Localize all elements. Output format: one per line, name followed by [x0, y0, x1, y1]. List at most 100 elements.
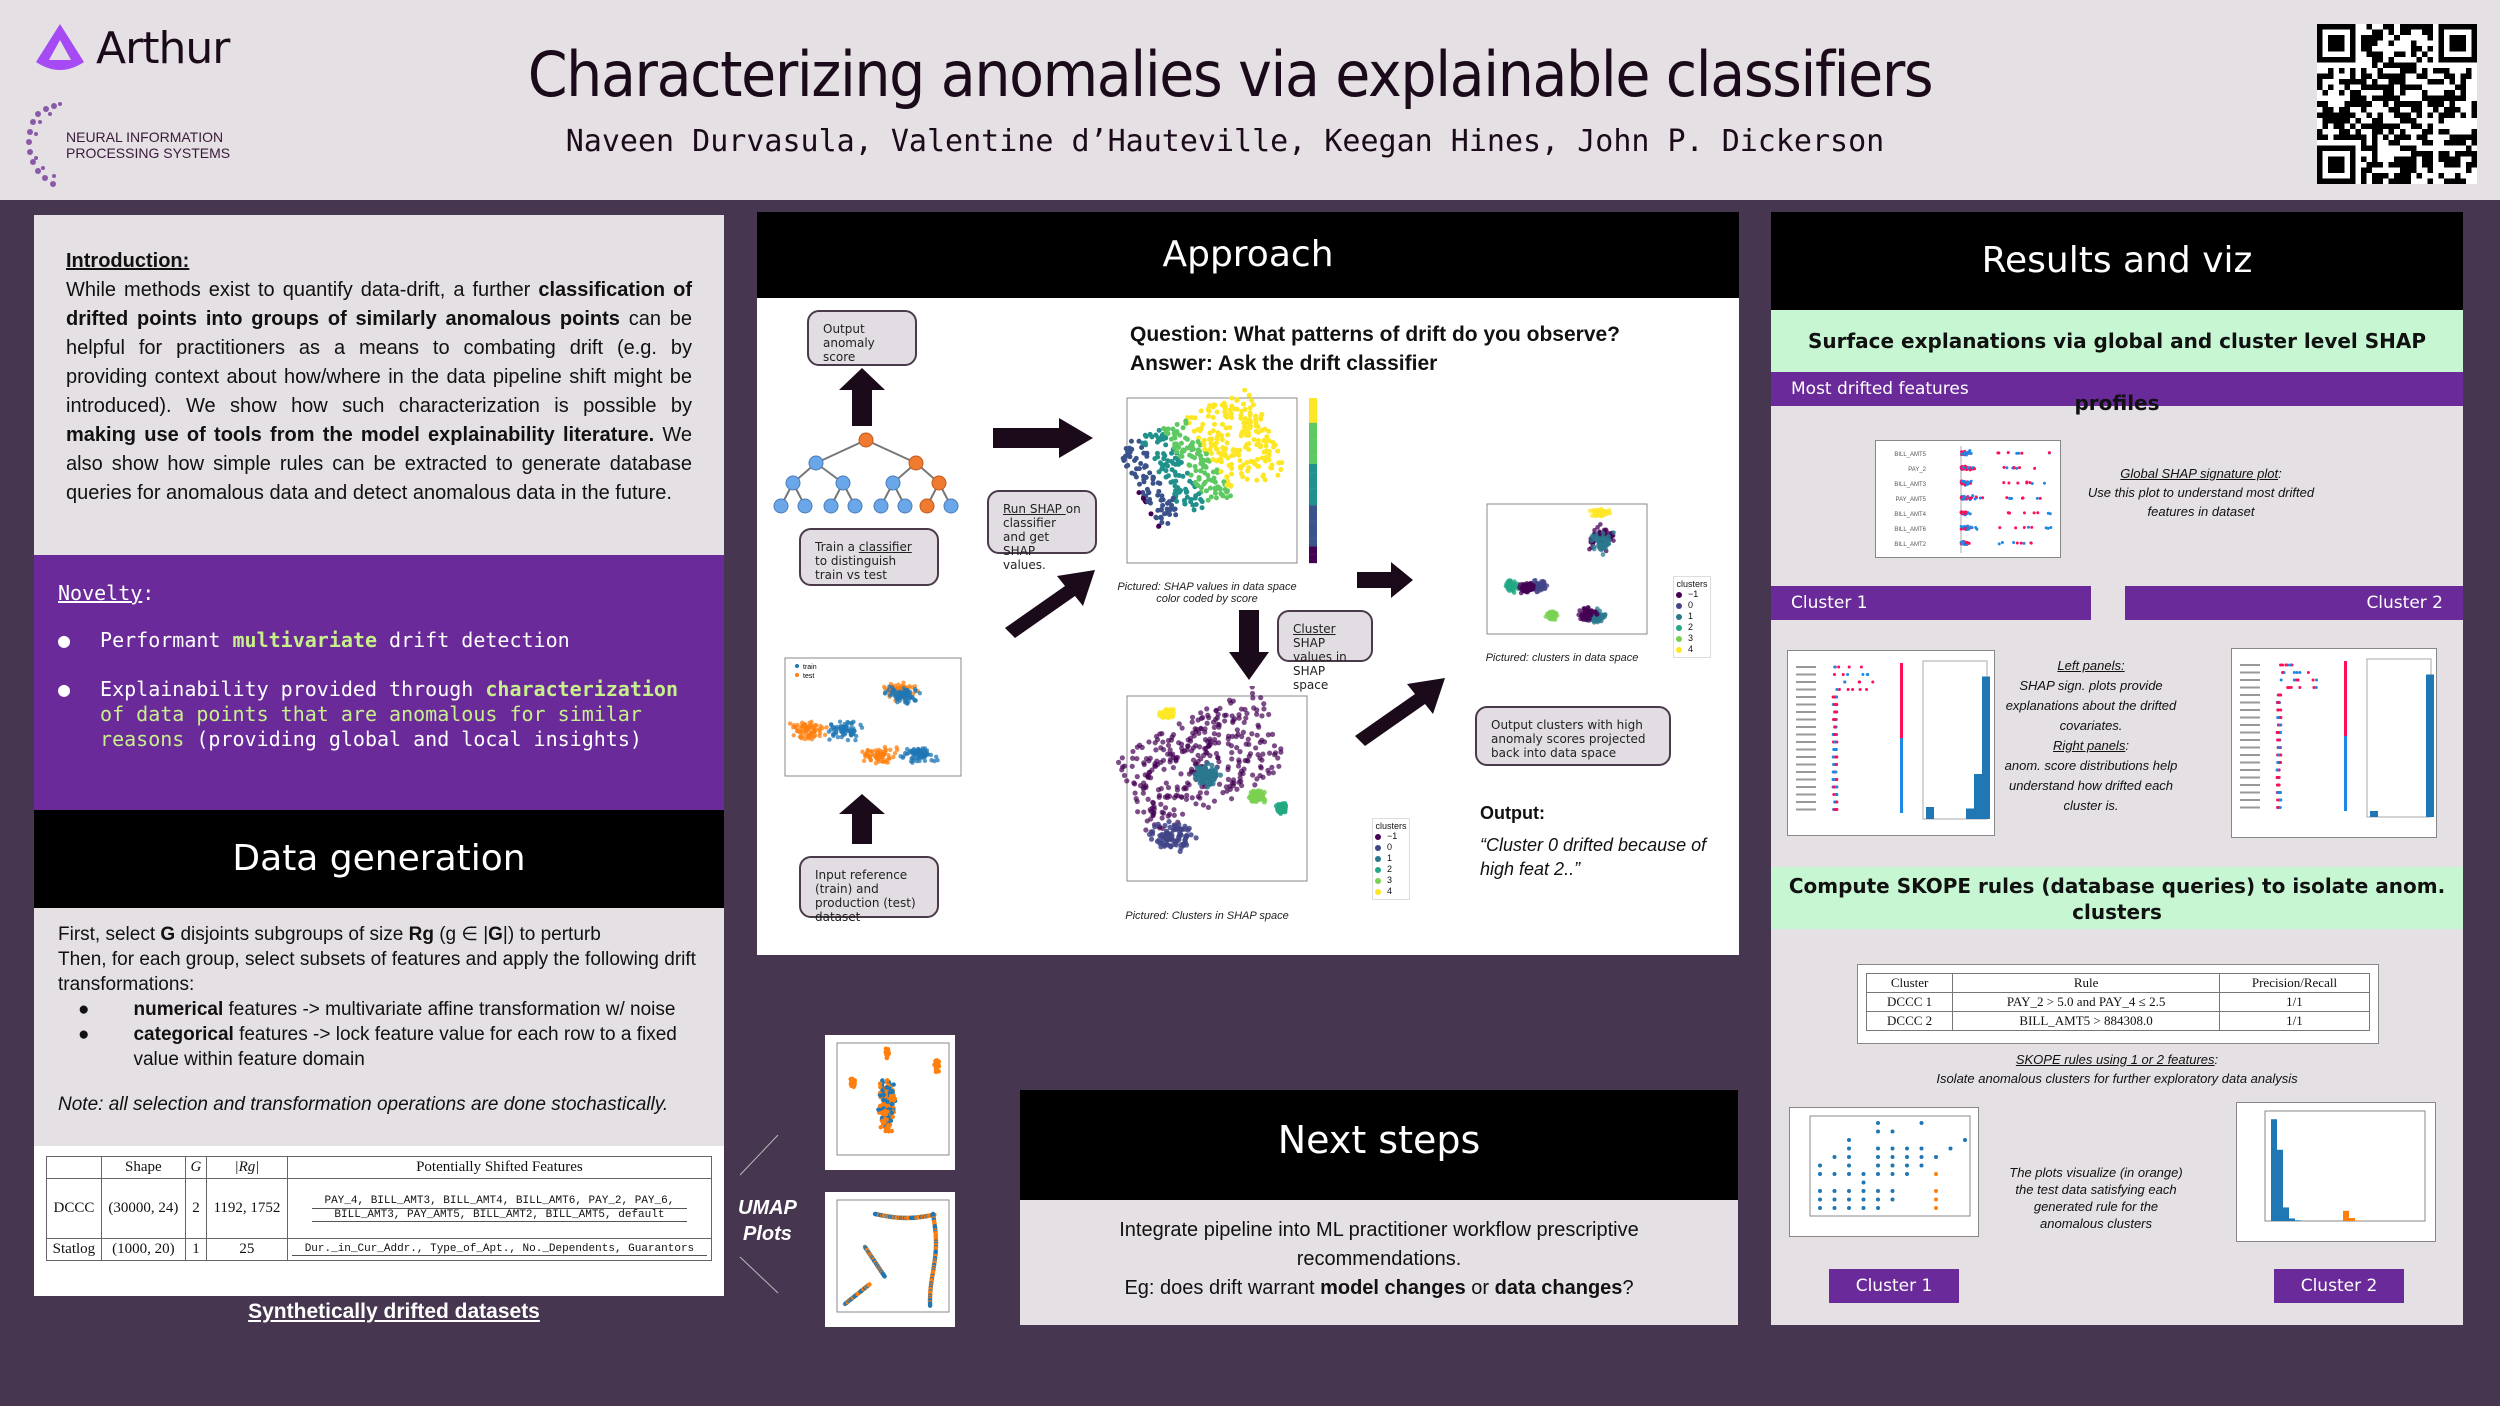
features-line: Dur._in_Cur_Addr., Type_of_Apt., No._Dep… — [291, 1243, 707, 1256]
qr-code[interactable] — [2317, 24, 2477, 184]
data-point — [1143, 434, 1149, 440]
data-point — [1919, 1155, 1924, 1159]
qr-module — [2350, 73, 2356, 80]
colorbar-segment — [2344, 796, 2347, 801]
caption-shap-clusters: Pictured: Clusters in SHAP space — [1125, 910, 1289, 922]
text: SHAP values in SHAP space — [1293, 636, 1347, 692]
qr-module — [2427, 79, 2433, 85]
introduction-section: Introduction: While methods exist to qua… — [34, 215, 724, 555]
data-point — [2035, 496, 2039, 500]
data-point — [1199, 459, 1205, 465]
data-point — [1263, 443, 1269, 449]
qr-module — [2372, 150, 2378, 157]
data-point — [1961, 497, 1965, 501]
data-point — [1241, 401, 1247, 407]
legend-item: 2 — [1375, 864, 1407, 875]
qr-module — [2432, 95, 2439, 102]
table-cell: BILL_AMT5 > 884308.0 — [1952, 1011, 2220, 1031]
data-point — [1160, 497, 1166, 503]
data-point — [2298, 671, 2302, 674]
data-point — [1165, 458, 1171, 464]
data-point — [1876, 1155, 1880, 1159]
data-point — [2048, 512, 2052, 516]
data-point — [1232, 716, 1238, 722]
shap-score-scatter — [1120, 388, 1317, 564]
qr-module — [2405, 29, 2411, 36]
qr-module — [2410, 68, 2417, 74]
data-point — [1154, 450, 1160, 456]
data-point — [1214, 467, 1220, 473]
data-point — [1516, 585, 1522, 590]
qr-module — [2377, 161, 2384, 168]
data-point — [1597, 545, 1603, 551]
data-point — [1239, 733, 1245, 740]
qr-module — [2333, 112, 2340, 118]
data-point — [817, 731, 823, 736]
colorbar-segment — [1309, 439, 1317, 448]
qr-module — [2427, 95, 2433, 102]
qr-module — [2372, 29, 2378, 36]
qr-module — [2394, 35, 2400, 41]
qr-module — [2394, 79, 2400, 85]
data-point — [1198, 468, 1204, 474]
data-point — [1190, 745, 1197, 751]
data-point — [2012, 466, 2016, 470]
data-point — [1861, 1180, 1866, 1185]
data-point — [1273, 803, 1280, 809]
data-point — [1861, 673, 1865, 676]
table-row: Statlog (1000, 20) 1 25 Dur._in_Cur_Addr… — [46, 1238, 713, 1261]
data-point — [1165, 521, 1171, 527]
qr-module — [2438, 101, 2444, 107]
data-point — [1145, 498, 1151, 504]
data-point — [1259, 737, 1265, 743]
data-point — [1587, 546, 1592, 552]
bullet-icon: ● — [58, 677, 71, 701]
data-point — [2277, 693, 2281, 697]
data-point — [935, 758, 940, 763]
data-point — [1255, 792, 1261, 798]
data-point — [1188, 496, 1194, 502]
data-point — [1847, 1197, 1851, 1202]
data-point — [889, 689, 895, 695]
table-header: Potentially Shifted Features — [286, 1156, 713, 1179]
hist-bar — [1982, 676, 1990, 819]
data-point — [1847, 665, 1851, 669]
data-point — [1167, 747, 1173, 753]
qr-module — [2372, 128, 2378, 135]
data-point — [1167, 843, 1174, 849]
qr-module — [2405, 117, 2411, 124]
data-point — [1232, 406, 1238, 412]
left-column: Introduction: While methods exist to qua… — [34, 215, 724, 1323]
data-point — [1276, 763, 1282, 769]
data-point — [1851, 688, 1855, 691]
cluster-2-rule-histogram — [2236, 1102, 2436, 1242]
data-point — [934, 1058, 940, 1063]
data-point — [1121, 763, 1128, 769]
data-point — [1960, 450, 1964, 454]
data-point — [1224, 413, 1230, 419]
data-point — [1143, 463, 1149, 469]
qr-module — [2372, 57, 2378, 63]
data-point — [883, 748, 888, 753]
qr-module — [2432, 79, 2439, 85]
data-point — [1261, 706, 1267, 712]
data-point — [2042, 481, 2046, 485]
legend-marker — [1676, 602, 1682, 609]
data-point — [1184, 436, 1190, 442]
data-point — [1244, 476, 1250, 482]
data-point — [1222, 718, 1228, 724]
hist-bar — [2283, 1207, 2289, 1221]
qr-module — [2410, 161, 2417, 168]
novelty-text: Explainability provided through — [100, 677, 486, 701]
data-point — [1207, 446, 1213, 452]
qr-module — [2427, 112, 2433, 118]
colorbar-segment — [1309, 513, 1317, 522]
data-point — [1151, 810, 1157, 816]
colorbar-segment — [1900, 728, 1903, 733]
data-point — [2279, 731, 2283, 734]
legend-item: 1 — [1375, 853, 1407, 864]
qr-module — [2377, 51, 2384, 58]
data-point — [1214, 409, 1220, 415]
data-point — [1210, 428, 1216, 434]
data-point — [1256, 724, 1262, 730]
